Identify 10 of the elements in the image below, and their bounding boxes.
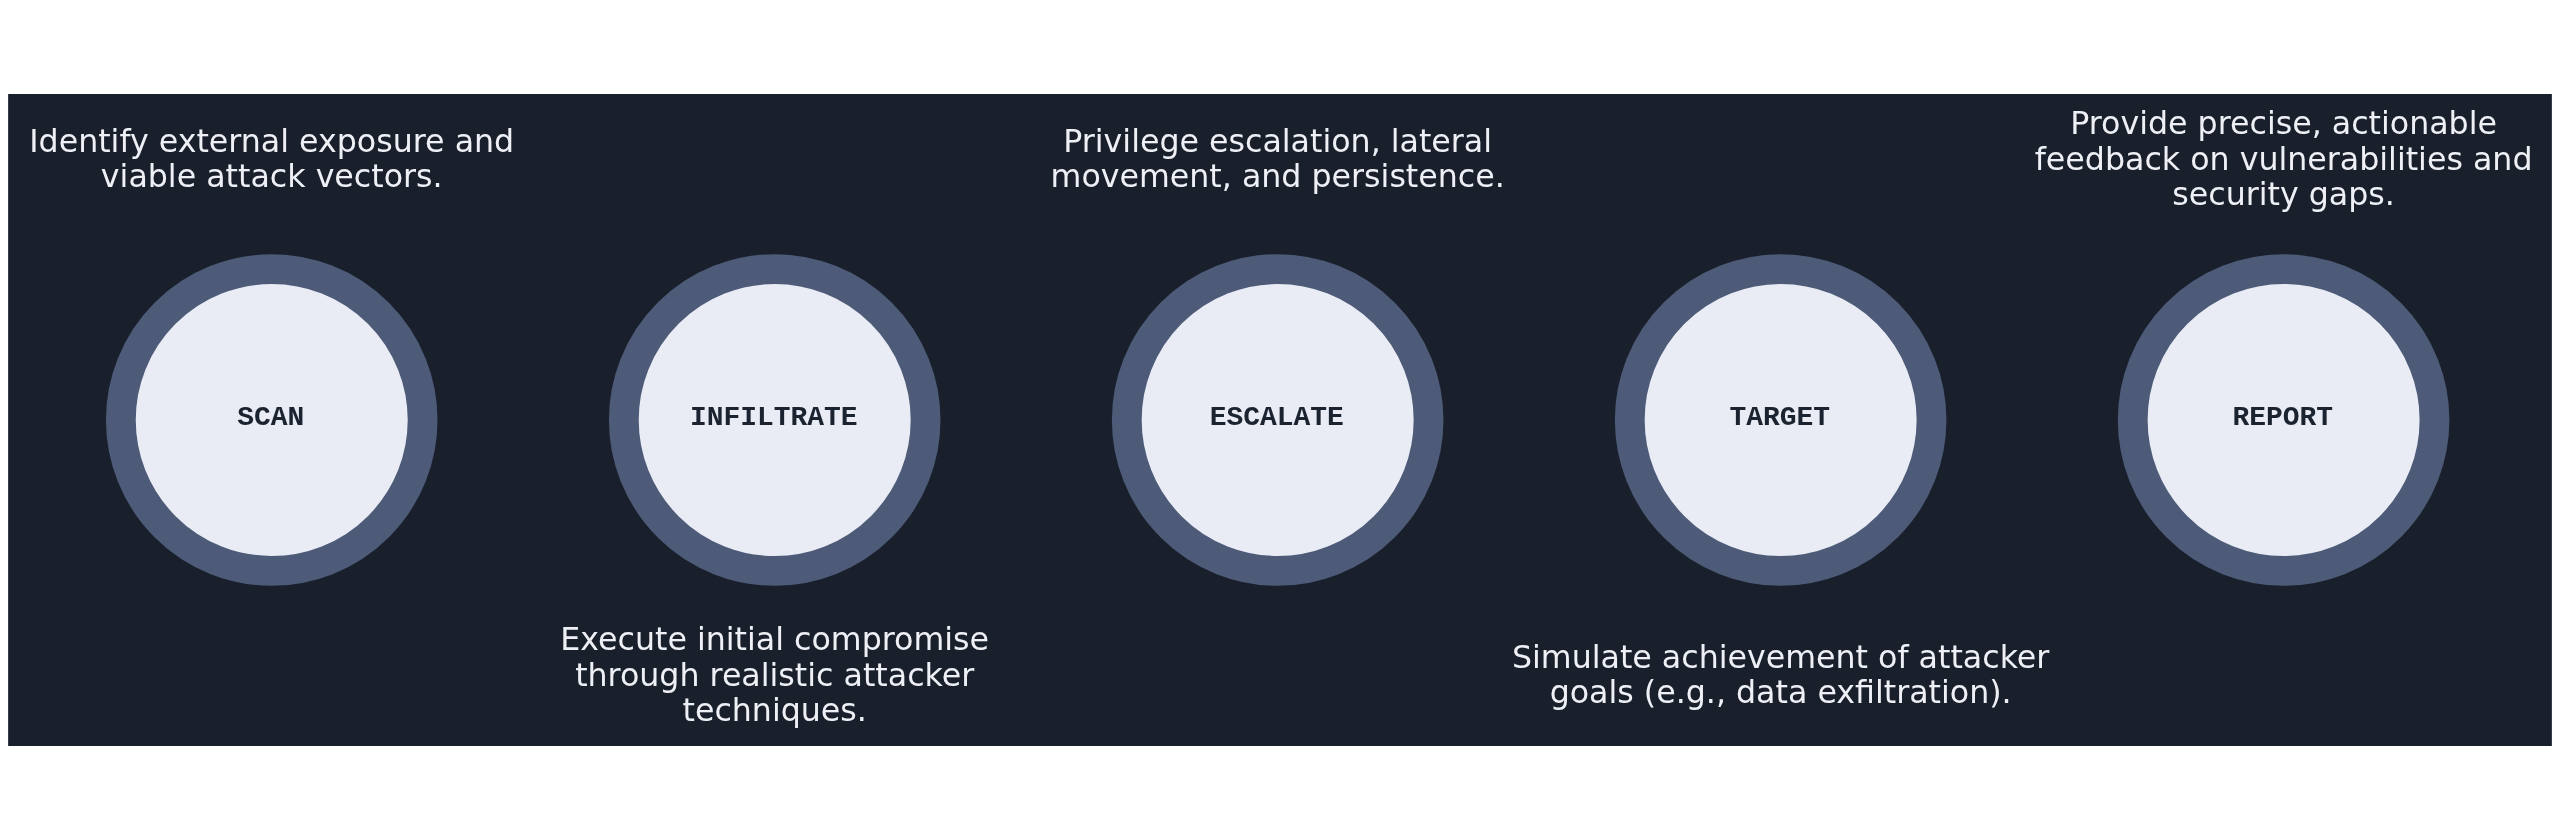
node-label: Identify external exposure and viable attack vectors. [29, 122, 515, 195]
node-circle: INFILTRATE [608, 254, 941, 586]
node-circle: SCAN [105, 254, 438, 586]
node-label: Execute initial compromise through realistic attacker techniques. [560, 621, 990, 729]
node-circle: TARGET [1614, 254, 1947, 586]
node-label: Privilege escalation, lateral movement, and persistence. [1050, 122, 1505, 195]
node-circle: REPORT [2117, 254, 2450, 586]
node-label: Simulate achievement of attacker goals (e.g., data exfiltration). [1511, 638, 2050, 711]
node-circle: ESCALATE [1111, 254, 1444, 586]
node-label: Provide precise, actionable feedback on vulnerabilities and security gaps. [2034, 105, 2533, 213]
